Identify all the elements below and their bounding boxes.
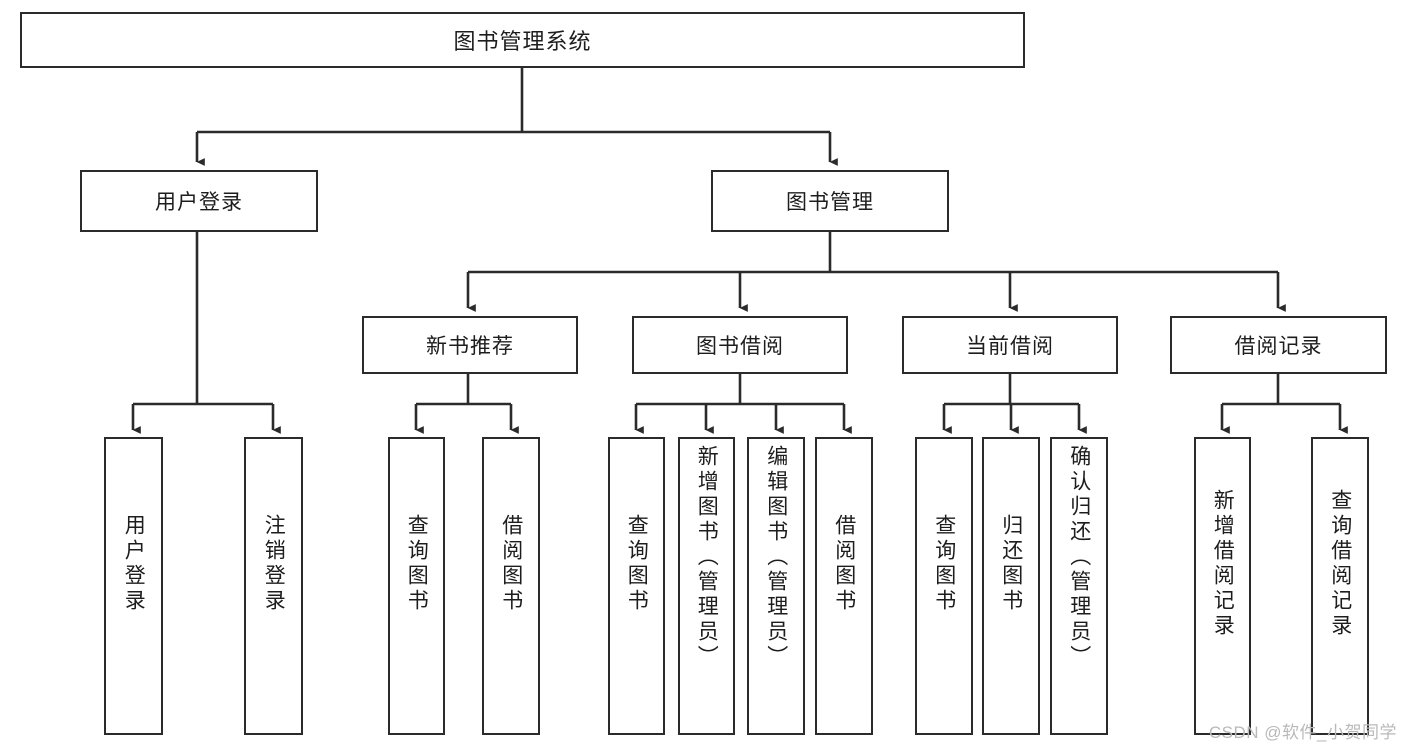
- node-label: 确认归还（管理员）: [1067, 445, 1091, 670]
- node-current-borrow[interactable]: 当前借阅: [902, 316, 1118, 374]
- leaf-current-query-book[interactable]: 查询图书: [915, 437, 973, 735]
- leaf-record-query-record[interactable]: 查询借阅记录: [1311, 437, 1369, 735]
- node-label: 查询图书: [625, 514, 649, 614]
- node-label: 查询借阅记录: [1328, 489, 1352, 639]
- node-root-system[interactable]: 图书管理系统: [20, 12, 1025, 68]
- leaf-borrow-edit-book-admin[interactable]: 编辑图书（管理员）: [747, 437, 805, 735]
- node-label: 借阅记录: [1234, 335, 1323, 358]
- node-label: 新书推荐: [426, 335, 514, 358]
- leaf-current-return-book[interactable]: 归还图书: [982, 437, 1040, 735]
- node-label: 当前借阅: [966, 335, 1054, 358]
- node-label: 查询图书: [405, 514, 429, 614]
- node-user-login[interactable]: 用户登录: [80, 170, 318, 232]
- node-label: 图书管理: [786, 191, 874, 214]
- leaf-current-confirm-return-admin[interactable]: 确认归还（管理员）: [1050, 437, 1108, 735]
- leaf-user-login-login[interactable]: 用户登录: [104, 437, 163, 735]
- leaf-new-book-borrow[interactable]: 借阅图书: [482, 437, 540, 735]
- node-borrow-record[interactable]: 借阅记录: [1170, 316, 1387, 374]
- leaf-borrow-add-book-admin[interactable]: 新增图书（管理员）: [678, 437, 735, 735]
- node-label: 用户登录: [155, 191, 243, 214]
- node-label: 借阅图书: [499, 514, 523, 614]
- node-label: 注销登录: [262, 514, 286, 614]
- node-label: 查询图书: [932, 514, 956, 614]
- leaf-record-add-record[interactable]: 新增借阅记录: [1194, 437, 1251, 735]
- node-label: 用户登录: [122, 514, 146, 614]
- csdn-watermark: CSDN @软件_小贺同学: [1208, 723, 1397, 742]
- node-book-management[interactable]: 图书管理: [711, 170, 949, 232]
- node-label: 编辑图书（管理员）: [764, 445, 788, 670]
- leaf-borrow-query-book[interactable]: 查询图书: [608, 437, 665, 735]
- node-new-book-recommend[interactable]: 新书推荐: [362, 316, 578, 374]
- node-label: 图书借阅: [696, 335, 784, 358]
- node-label: 新增借阅记录: [1211, 489, 1235, 639]
- leaf-borrow-borrow-book[interactable]: 借阅图书: [815, 437, 873, 735]
- leaf-user-login-logout[interactable]: 注销登录: [244, 437, 303, 735]
- node-book-borrow[interactable]: 图书借阅: [632, 316, 848, 374]
- node-label: 归还图书: [999, 514, 1023, 614]
- node-label: 借阅图书: [832, 514, 856, 614]
- node-label: 图书管理系统: [453, 29, 592, 54]
- leaf-new-book-query[interactable]: 查询图书: [388, 437, 445, 735]
- node-label: 新增图书（管理员）: [695, 445, 719, 670]
